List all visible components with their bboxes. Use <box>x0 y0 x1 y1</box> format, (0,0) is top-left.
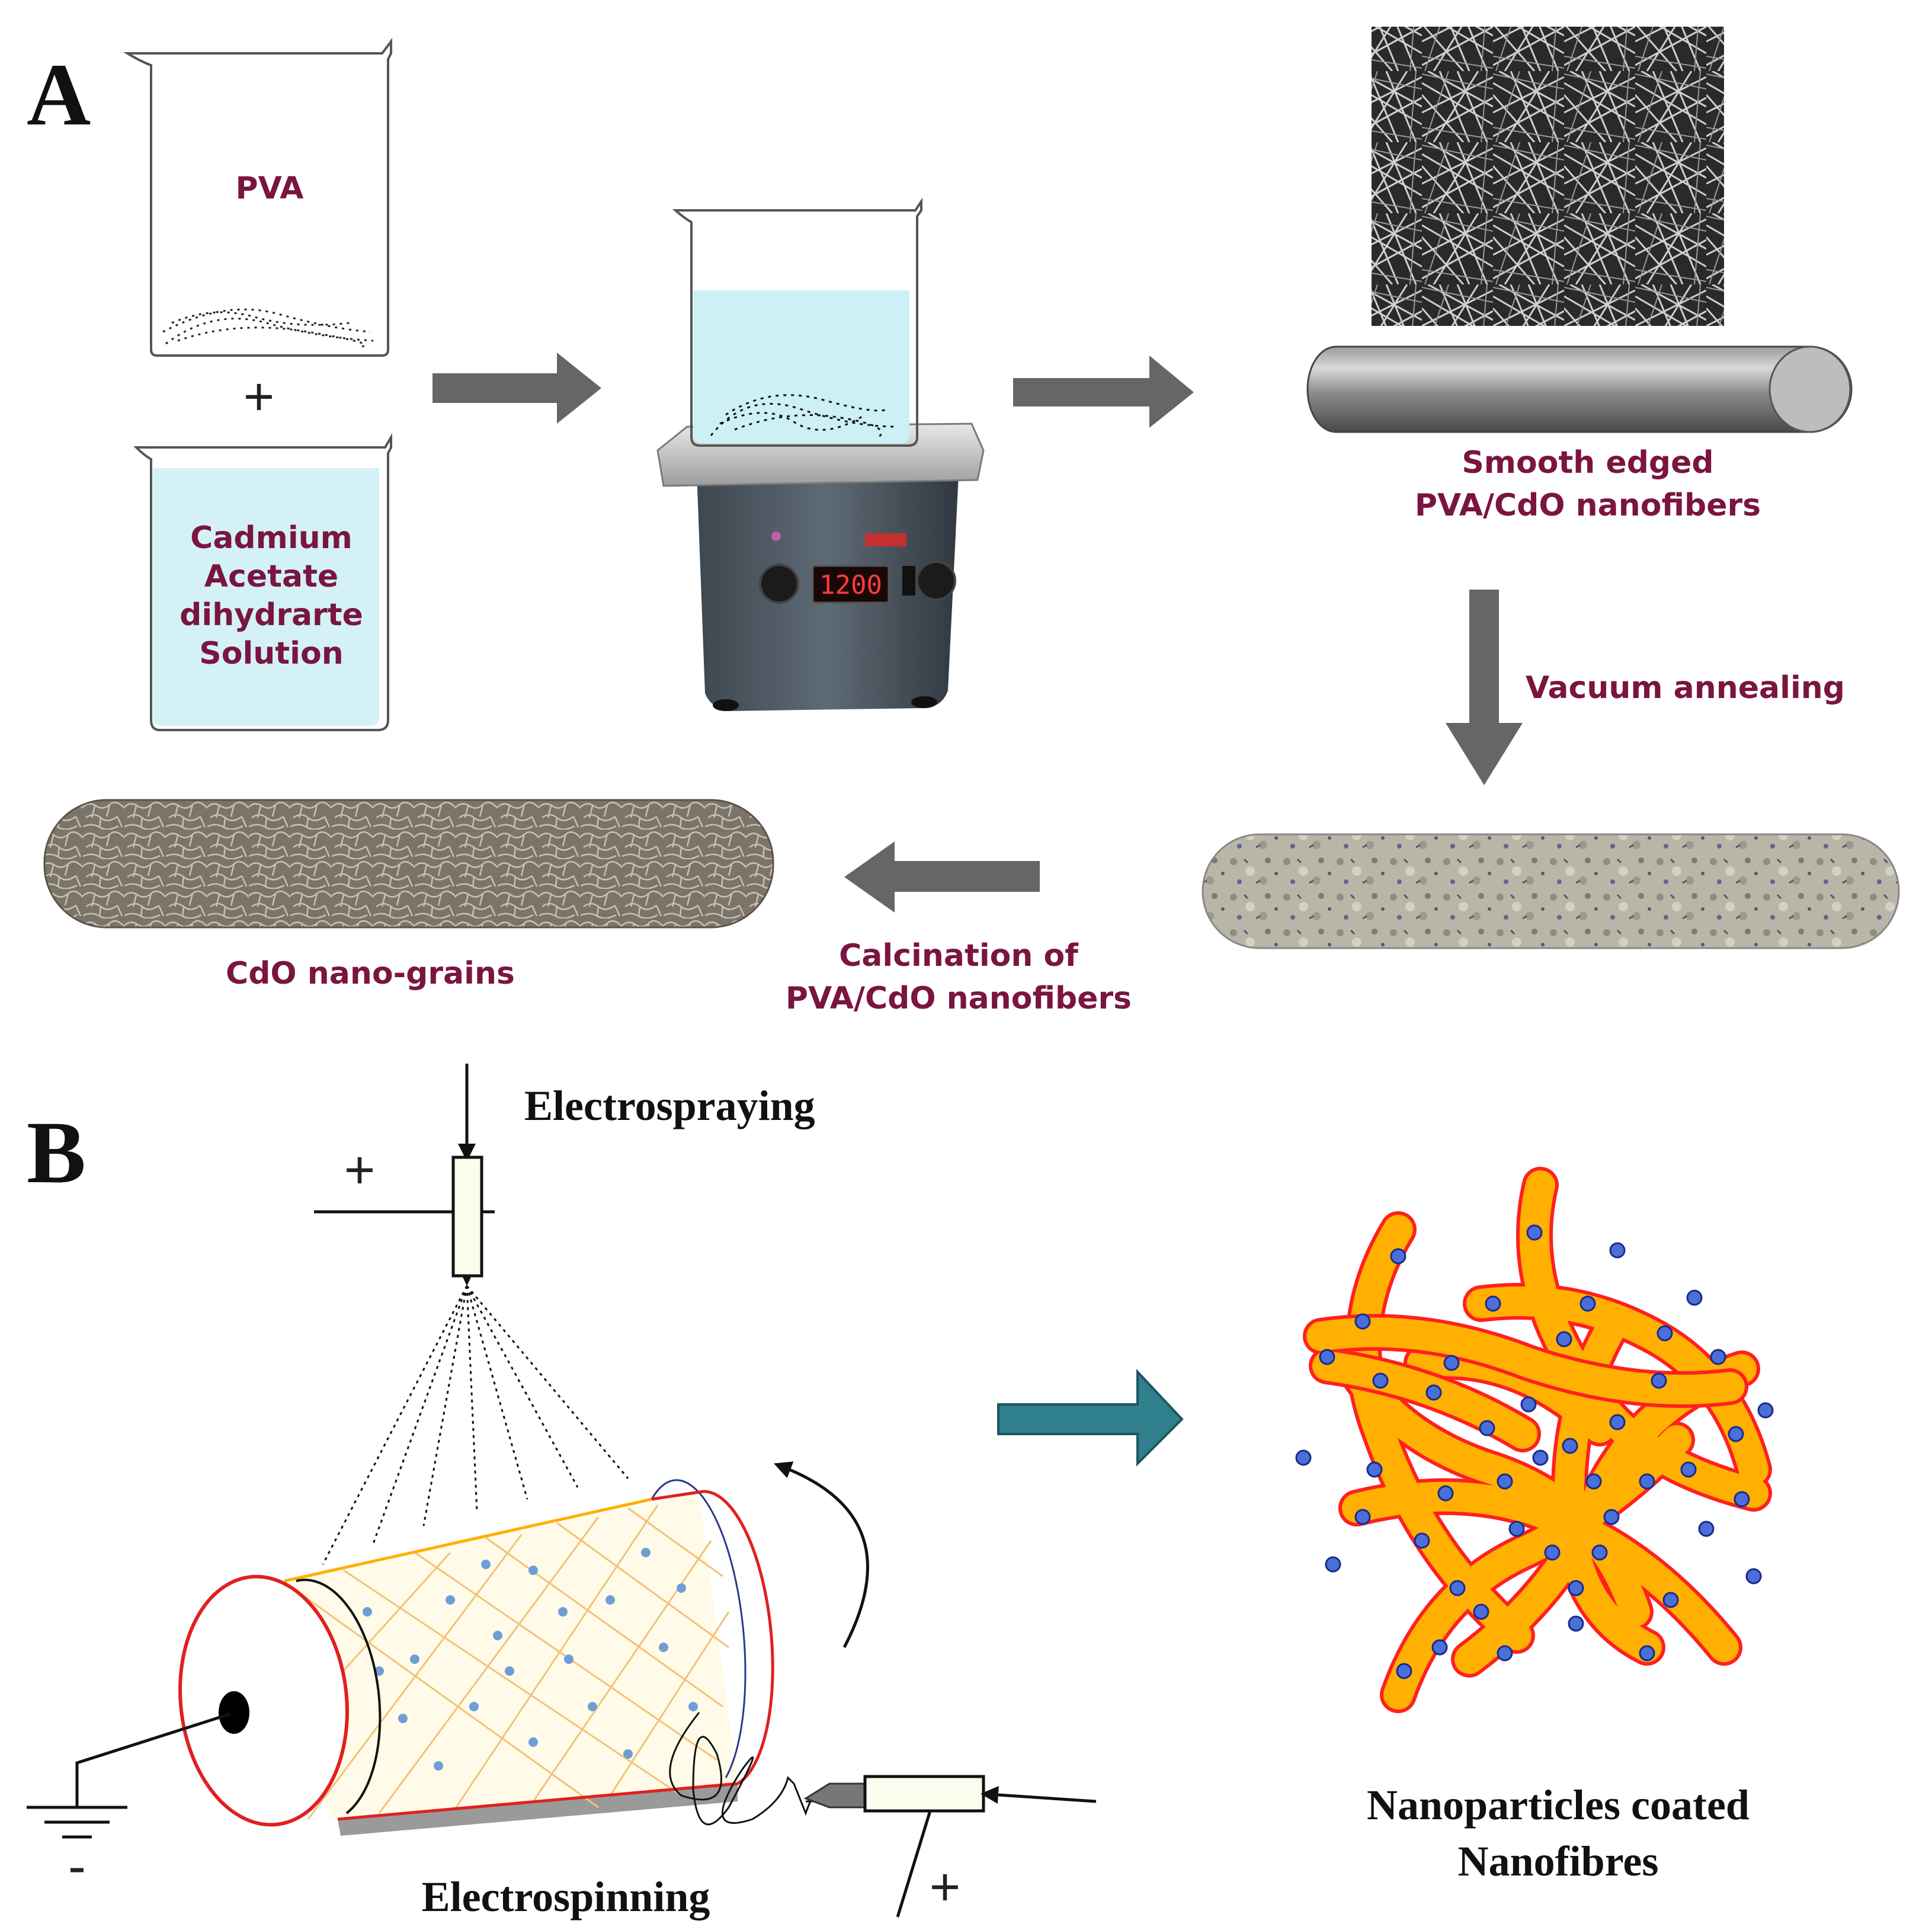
calcination-label-line-1: Calcination of <box>839 938 1079 974</box>
electrospinning-label: Electrospinning <box>422 1873 710 1921</box>
brand-badge <box>865 533 906 546</box>
electrospray-needle <box>314 1064 495 1286</box>
cdo-nanograin-rod <box>43 799 774 929</box>
pva-label: PVA <box>235 171 303 206</box>
smooth-nanofibers-label-line-2: PVA/CdO nanofibers <box>1415 488 1761 523</box>
solution-label-line-3: dihydrarte <box>180 597 363 633</box>
arrow-to-nanofibers <box>1013 356 1194 428</box>
sem-nanofiber-image <box>1372 27 1724 326</box>
arrow-to-stirrer <box>432 353 601 424</box>
ground-symbol-icon <box>27 1712 232 1839</box>
coated-nanofibre-cluster <box>1303 1167 1772 1713</box>
panel-a-letter: A <box>27 46 91 144</box>
solution-label-line-2: Acetate <box>204 559 338 594</box>
pva-powder-icon <box>162 308 374 348</box>
smooth-nanofiber-rod <box>1306 345 1853 433</box>
mixture-particles-icon <box>710 394 895 440</box>
hotplate-stirrer: 1200 <box>656 423 985 711</box>
annealed-nanofiber-rod <box>1202 833 1900 949</box>
solution-label-line-4: Solution <box>199 636 343 671</box>
spinning-jet <box>669 1712 831 1826</box>
arrow-to-result <box>997 1368 1184 1467</box>
spray-jets <box>322 1285 629 1565</box>
indicator-light-icon <box>771 532 781 541</box>
result-label-line-1: Nanoparticles coated <box>1367 1781 1750 1829</box>
drum-end-cap <box>178 1574 349 1827</box>
power-switch-icon <box>902 566 915 596</box>
arrow-annealing <box>1446 590 1523 785</box>
temperature-display-value: 1200 <box>819 570 882 600</box>
arrow-calcination <box>844 841 1040 913</box>
result-label-line-2: Nanofibres <box>1458 1838 1659 1885</box>
right-knob-icon <box>916 561 956 601</box>
solution-label-line-1: Cadmium <box>190 520 353 556</box>
coated-nanoparticles <box>1295 1224 1774 1679</box>
drum-axle-icon <box>219 1691 249 1734</box>
plus-sign: + <box>243 367 275 427</box>
solution-label: Cadmium Acetate dihydrarte Solution <box>180 520 363 671</box>
beaker-mixture <box>672 197 922 447</box>
electrospraying-label: Electrospraying <box>524 1082 815 1129</box>
electrospin-needle <box>803 1775 1097 1918</box>
spin-polarity-sign: + <box>930 1858 961 1917</box>
spray-polarity-sign: + <box>344 1141 376 1200</box>
smooth-nanofibers-label-line-1: Smooth edged <box>1462 445 1713 481</box>
temperature-display <box>812 565 890 604</box>
drum-nanoparticles <box>363 1548 698 1771</box>
beaker-cadmium-solution <box>133 433 392 731</box>
rotation-arrow-icon <box>774 1461 869 1649</box>
panel-b-letter: B <box>27 1103 86 1202</box>
ground-polarity-sign: - <box>68 1837 86 1896</box>
cdo-nanograins-label: CdO nano-grains <box>226 956 515 991</box>
left-knob-icon <box>759 564 799 604</box>
drum-collector <box>178 1479 774 1836</box>
beaker-pva <box>123 38 392 357</box>
calcination-label-line-2: PVA/CdO nanofibers <box>786 981 1132 1016</box>
vacuum-annealing-label: Vacuum annealing <box>1526 670 1845 706</box>
